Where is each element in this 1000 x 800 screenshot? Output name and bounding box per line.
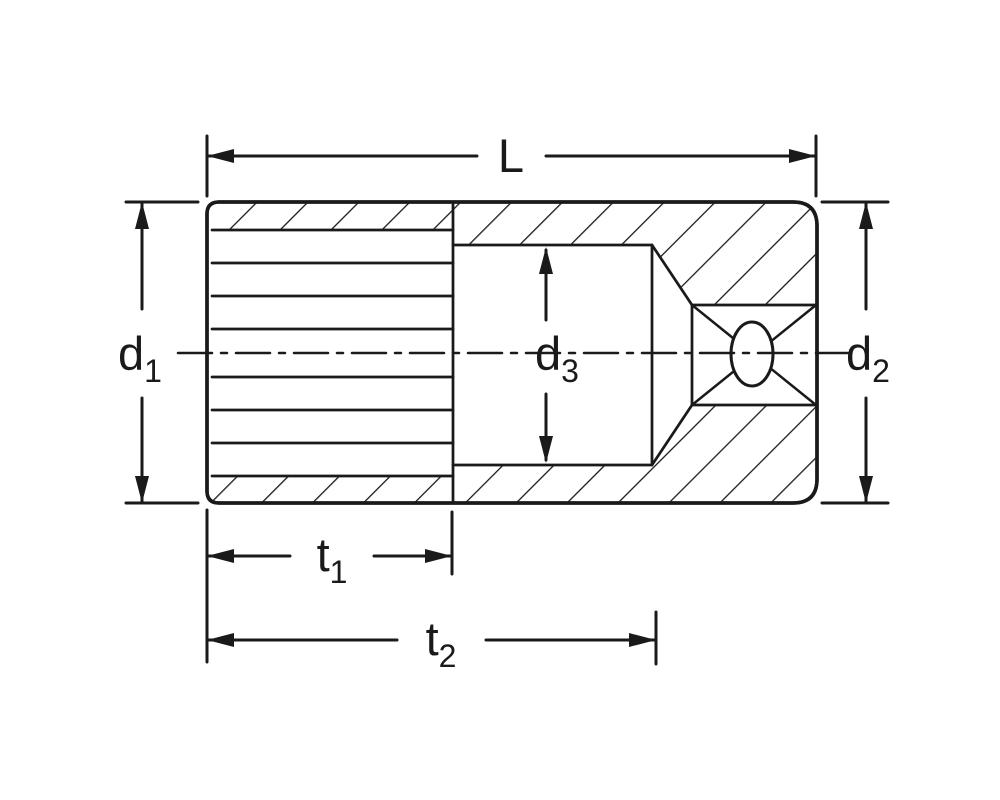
extension-lines-t1 [205, 508, 454, 664]
arrowhead-right-t2 [629, 633, 656, 647]
hatch-region-top-right [453, 203, 816, 305]
dimension-t1: t1 [205, 508, 454, 664]
arrowhead-up-d3 [539, 247, 553, 274]
arrowhead-right-t1 [425, 549, 452, 563]
arrowhead-left-L [207, 149, 234, 163]
extension-lines-L [205, 134, 818, 198]
arrowhead-left-t2 [207, 633, 234, 647]
extension-lines-d2 [820, 200, 890, 505]
dimension-label-L: L [498, 129, 524, 182]
arrowhead-down-d1 [135, 476, 149, 503]
dimension-label-d2: d2 [846, 327, 890, 389]
dimension-label-t2: t2 [426, 612, 457, 674]
bore-outline [451, 243, 654, 467]
extension-lines-d1 [124, 200, 200, 505]
dimension-label-t1: t1 [317, 528, 348, 590]
hatch-region-bottom-right [453, 405, 816, 502]
arrowhead-down-d3 [539, 436, 553, 463]
spline-profile-lines [210, 228, 455, 478]
arrowhead-down-d2 [859, 476, 873, 503]
arrowhead-left-t1 [207, 549, 234, 563]
arrowhead-up-d2 [859, 202, 873, 229]
dimension-d1: d1 [118, 200, 200, 505]
dimension-t2: t2 [205, 610, 658, 674]
dimension-d3: d3 [535, 247, 579, 463]
hatch-region-bottom-left [212, 476, 453, 502]
arrowhead-right-L [789, 149, 816, 163]
dimension-label-d1: d1 [118, 327, 162, 389]
dimension-d2: d2 [820, 200, 890, 505]
arrowhead-up-d1 [135, 202, 149, 229]
hatch-regions [212, 203, 816, 502]
taper-lines [650, 243, 694, 467]
hatch-region-top-left [212, 203, 453, 230]
dimension-L: L [205, 129, 818, 198]
drive-square [690, 303, 818, 407]
dimension-label-d3: d3 [535, 327, 579, 389]
